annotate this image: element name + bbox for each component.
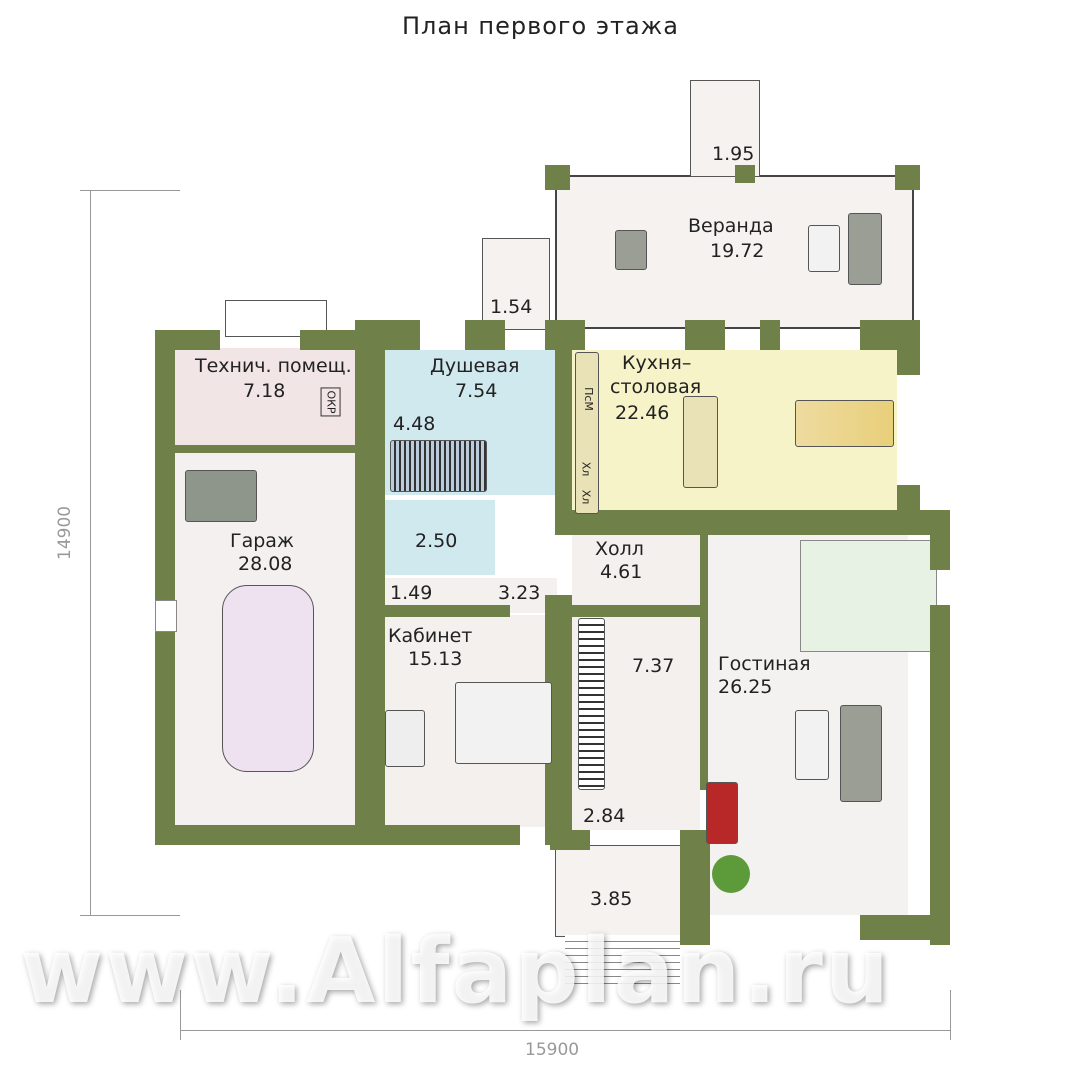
study-desk xyxy=(385,710,425,767)
width-dimension-line xyxy=(180,1030,950,1031)
wall xyxy=(155,330,175,845)
veranda-table xyxy=(615,230,647,270)
wall xyxy=(685,320,725,350)
porch-top-area: 1.95 xyxy=(712,143,755,165)
dim-tick xyxy=(180,990,181,1040)
wall xyxy=(175,445,355,453)
kitchen-island xyxy=(683,396,718,488)
wall xyxy=(760,320,780,350)
front-porch xyxy=(555,845,682,937)
sauna-bench xyxy=(390,440,487,492)
wall xyxy=(680,830,710,945)
plan-title: План первого этажа xyxy=(401,12,680,40)
watermark: www.Alfaplan.ru xyxy=(20,919,891,1024)
hall-room xyxy=(572,535,712,615)
kitchen-name-2: столовая xyxy=(610,376,702,398)
wall xyxy=(360,320,420,350)
hall-area: 4.61 xyxy=(600,561,643,583)
porch-front-area: 3.85 xyxy=(590,888,633,910)
appliance-dishwasher: ПсМ xyxy=(581,387,595,411)
living-area: 26.25 xyxy=(718,676,773,698)
garage-area: 28.08 xyxy=(238,553,293,575)
appliance-fridge-2: Хл xyxy=(579,489,593,505)
top-porch xyxy=(690,80,760,177)
dim-tick xyxy=(80,915,180,916)
veranda-area: 19.72 xyxy=(710,240,765,262)
wall xyxy=(465,320,505,350)
plant xyxy=(712,855,750,893)
corridor1-area: 1.49 xyxy=(390,582,433,604)
vestibule-room xyxy=(572,790,700,830)
car xyxy=(222,585,314,772)
front-steps xyxy=(565,935,680,990)
kitchen-name: Кухня– xyxy=(622,352,692,374)
wall xyxy=(897,485,920,530)
wc-area: 2.50 xyxy=(415,530,458,552)
study-bed xyxy=(455,682,552,764)
corridor2-area: 3.23 xyxy=(498,582,541,604)
wall xyxy=(895,165,920,190)
wall xyxy=(930,510,950,570)
staircase xyxy=(800,540,937,652)
veranda-sofa xyxy=(848,213,882,285)
wall xyxy=(555,345,572,520)
study-area: 15.13 xyxy=(408,648,463,670)
window xyxy=(155,600,177,632)
wall xyxy=(700,535,708,790)
dim-tick xyxy=(950,990,951,1040)
boiler-label: ОКР xyxy=(320,387,341,417)
wall xyxy=(360,605,510,617)
wall xyxy=(735,165,755,183)
kitchen-counter xyxy=(575,352,599,514)
shower-name: Душевая xyxy=(430,355,520,377)
porch-small-area: 1.54 xyxy=(490,296,533,318)
tech-room xyxy=(175,348,355,448)
wc-room xyxy=(385,500,495,575)
living-name: Гостиная xyxy=(718,653,811,675)
kitchen-area: 22.46 xyxy=(615,402,670,424)
height-dimension: 14900 xyxy=(55,505,75,560)
study-name: Кабинет xyxy=(388,625,473,647)
wall xyxy=(897,320,920,375)
width-dimension: 15900 xyxy=(525,1040,580,1060)
wardrobe-rack xyxy=(578,618,605,790)
living-coffee-table xyxy=(795,710,829,780)
wall xyxy=(355,320,385,845)
veranda-name: Веранда xyxy=(688,215,774,237)
living-sofa xyxy=(840,705,882,802)
veranda-room xyxy=(555,175,914,329)
height-dimension-line xyxy=(90,190,91,915)
wall xyxy=(370,825,520,845)
tech-name: Технич. помещ. xyxy=(195,355,352,377)
wall xyxy=(555,510,935,535)
vestibule-area: 2.84 xyxy=(583,805,626,827)
wall xyxy=(155,330,220,350)
wardrobe-area: 7.37 xyxy=(632,655,675,677)
small-porch xyxy=(482,238,550,330)
shower-area: 7.54 xyxy=(455,380,498,402)
wall xyxy=(545,165,570,190)
tech-area: 7.18 xyxy=(243,380,286,402)
wall xyxy=(860,915,950,940)
wall xyxy=(930,605,950,945)
wall xyxy=(155,825,370,845)
veranda-coffee-table xyxy=(808,225,840,272)
garage-shelf xyxy=(185,470,257,522)
garage-name: Гараж xyxy=(230,530,295,552)
sauna-area: 4.48 xyxy=(393,413,436,435)
dining-table xyxy=(795,400,894,447)
wall xyxy=(572,605,702,617)
fireplace xyxy=(706,782,738,844)
appliance-fridge: Хл xyxy=(579,461,593,477)
dim-tick xyxy=(80,190,180,191)
hall-name: Холл xyxy=(595,538,644,560)
